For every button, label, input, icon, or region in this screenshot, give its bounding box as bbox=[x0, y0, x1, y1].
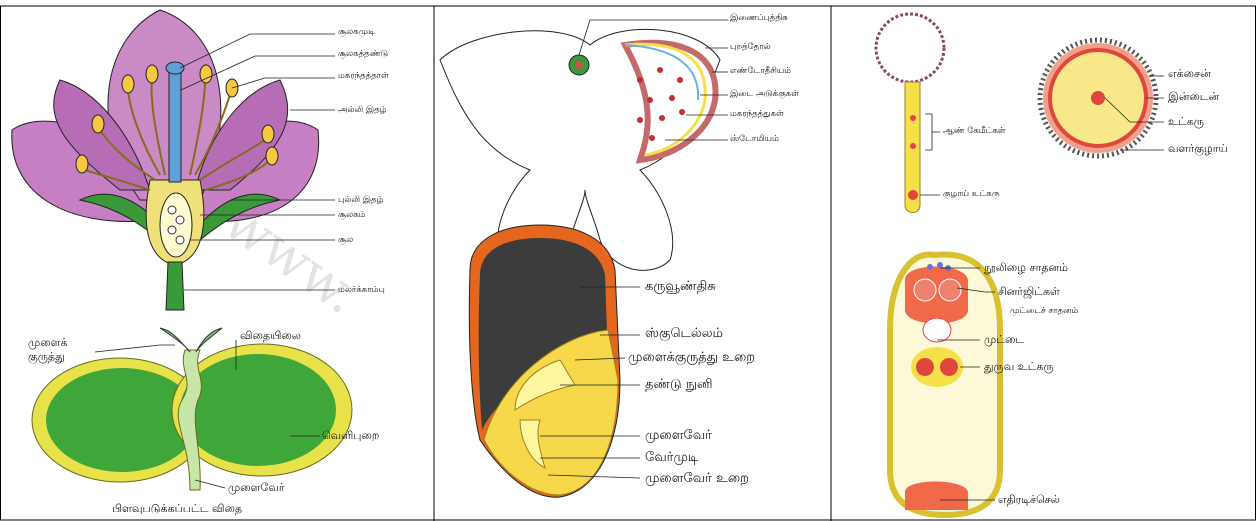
label-male-gametes: ஆண் கேமீட்கள் bbox=[943, 127, 1005, 136]
label-maize-radicle: முளைவேர் bbox=[645, 429, 712, 442]
label-style: சூலகத்தண்டு bbox=[338, 50, 388, 59]
label-pollen-tube: வளர்குழாய் bbox=[1168, 143, 1228, 154]
label-pollen-nucleus: உட்கரு bbox=[1168, 116, 1204, 127]
label-exine: எக்சைன் bbox=[1168, 68, 1211, 79]
label-stomium: ஸ்டோமியம் bbox=[730, 135, 779, 144]
stigma bbox=[166, 62, 184, 74]
label-epidermis: புறத்தோல் bbox=[730, 43, 771, 52]
label-coleoptile: முளைக்குருத்து உறை bbox=[628, 351, 755, 364]
label-ovary: சூலகம் bbox=[338, 211, 365, 220]
label-pedicel: மலர்க்காம்பு bbox=[338, 286, 385, 295]
antipodals bbox=[905, 482, 968, 511]
label-endothecium: எண்டோதீசியம் bbox=[730, 67, 791, 76]
ovary-chamber bbox=[160, 193, 192, 257]
label-synergids: சினர்ஜிட்கள் bbox=[998, 286, 1060, 297]
pollen-grain-small bbox=[876, 14, 944, 82]
embryo-sac-diagram bbox=[890, 254, 1000, 515]
label-plumule: முளைக் குருத்து bbox=[28, 336, 98, 364]
label-middle-layers: இடை அடுக்குகள் bbox=[730, 90, 799, 99]
label-pollen: மகரந்தத்துகள் bbox=[730, 110, 784, 119]
label-tube-nucleus: குழாய் உட்கரு bbox=[943, 190, 1000, 199]
label-egg: முட்டை bbox=[984, 334, 1024, 345]
label-root-cap: வேர்முடி bbox=[645, 451, 698, 464]
maize-grain-diagram bbox=[469, 225, 640, 497]
label-intine: இன்டைன் bbox=[1168, 91, 1219, 102]
label-egg-apparatus: முட்டைச் சாதனம் bbox=[1010, 306, 1080, 318]
label-stigma: சூலகமுடி bbox=[338, 28, 375, 37]
label-endosperm: கருவூண்திசு bbox=[645, 280, 716, 293]
pollen-tube-diagram bbox=[876, 14, 1164, 213]
label-scutellum: ஸ்குடெல்லம் bbox=[645, 327, 723, 340]
label-radicle: முளைவேர் bbox=[228, 482, 285, 493]
label-cotyledon: விதையிலை bbox=[240, 330, 301, 341]
label-antipodals: எதிரடிச்செல் bbox=[998, 494, 1060, 505]
seed-caption: பிளவுபடுக்கப்பட்ட விதை bbox=[112, 503, 242, 514]
label-coleorhiza: முளைவேர் உறை bbox=[645, 472, 749, 485]
label-sepal: புல்லி இதழ் bbox=[338, 196, 383, 205]
label-petal: அல்லி இதழ் bbox=[338, 106, 387, 115]
pollen-nucleus bbox=[1091, 91, 1105, 105]
label-ovule: சூல bbox=[338, 236, 353, 245]
label-seed-coat: வெளிபுறை bbox=[322, 430, 379, 441]
label-polar-nuclei: துருவ உட்கரு bbox=[984, 361, 1054, 372]
pedicel bbox=[166, 262, 184, 310]
label-connective: இணைப்புத்திசு bbox=[730, 14, 788, 23]
label-filiform: நூலிழை சாதனம் bbox=[984, 262, 1068, 273]
label-anther: மகரந்தத்தாள் bbox=[338, 72, 389, 81]
label-maize-plumule: தண்டு நுனி bbox=[645, 378, 713, 391]
style bbox=[169, 70, 181, 182]
cotyledon-right bbox=[180, 354, 336, 466]
